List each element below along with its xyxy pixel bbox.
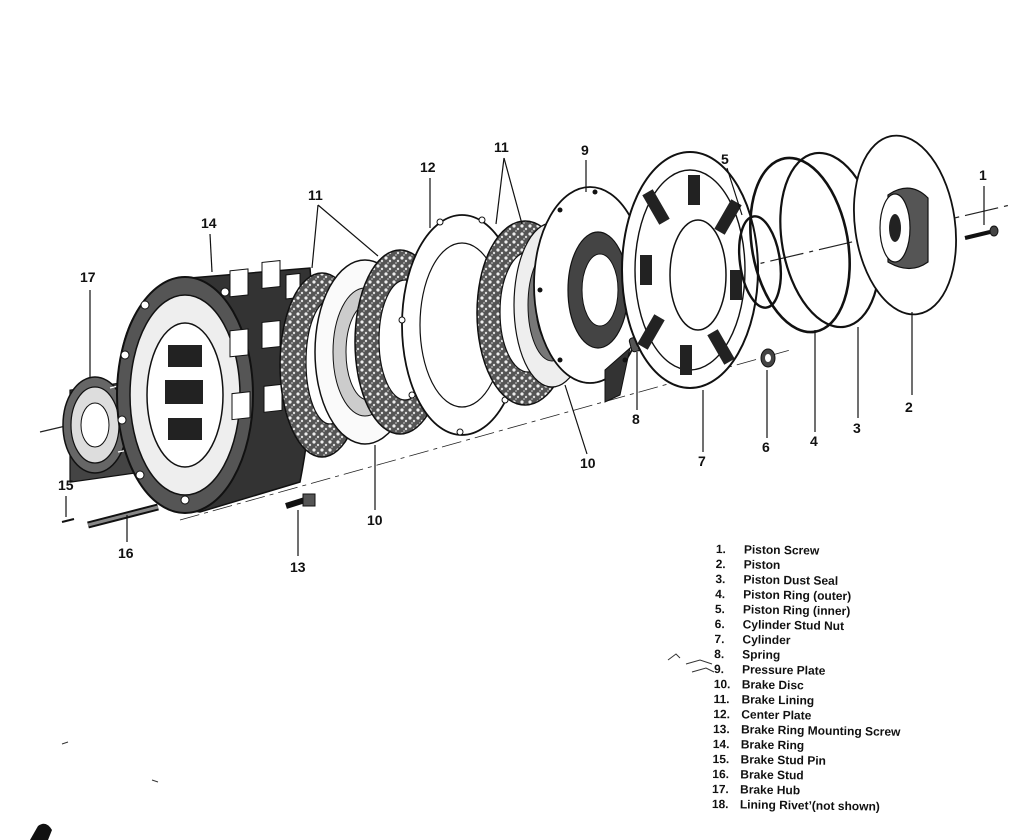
piston-screw [964, 225, 999, 240]
callout-16: 16 [118, 545, 134, 561]
legend-item-number: 3. [715, 571, 726, 587]
legend-item-number: 12. [713, 706, 731, 722]
callout-9: 9 [581, 142, 589, 158]
brake-stud [87, 503, 159, 529]
brake-ring-mounting-screw [285, 493, 316, 509]
legend-item-number: 13. [712, 721, 730, 737]
callout-3: 3 [853, 420, 861, 436]
legend-item-number: 16. [712, 766, 730, 782]
callout-12: 12 [420, 159, 436, 175]
legend-item-number: 2. [715, 556, 726, 572]
legend-item-number: 1. [715, 542, 727, 557]
callout-11a: 11 [308, 187, 323, 203]
legend-item-number: 4. [715, 586, 726, 602]
brake-stud-pin [61, 518, 75, 523]
callout-11b: 11 [494, 139, 509, 155]
cylinder [621, 151, 759, 389]
legend-item-number: 10. [713, 676, 731, 692]
callout-5: 5 [721, 151, 729, 167]
handwritten-marks [61, 653, 715, 783]
callout-10b: 10 [580, 455, 596, 471]
callout-2: 2 [905, 399, 913, 415]
piston-ring-inner [737, 215, 783, 309]
callout-15: 15 [58, 477, 74, 493]
callout-17: 17 [80, 269, 96, 285]
legend-item-number: 8. [714, 646, 725, 662]
brake-ring [116, 260, 315, 514]
callout-10a: 10 [367, 512, 383, 528]
callout-1: 1 [979, 167, 987, 183]
legend-item-number: 18. [711, 796, 729, 812]
callout-14: 14 [201, 215, 217, 231]
cylinder-stud-nut [760, 348, 776, 368]
legend-item-number: 15. [712, 751, 730, 767]
corner-logo-fragment [30, 823, 52, 840]
callout-4: 4 [810, 433, 818, 449]
legend-item-number: 5. [714, 601, 726, 617]
legend-item-number: 11. [713, 691, 730, 707]
callout-6: 6 [762, 439, 770, 455]
legend-item-number: 6. [714, 616, 725, 632]
legend-item-number: 14. [712, 736, 730, 752]
legend-item-number: 7. [714, 631, 725, 647]
piston [853, 134, 957, 316]
callout-13: 13 [290, 559, 306, 575]
leader-lines [65, 157, 985, 556]
legend-item-number: 9. [713, 661, 725, 677]
callout-8: 8 [632, 411, 640, 427]
legend-item-number: 17. [712, 781, 729, 797]
callout-7: 7 [698, 453, 706, 469]
